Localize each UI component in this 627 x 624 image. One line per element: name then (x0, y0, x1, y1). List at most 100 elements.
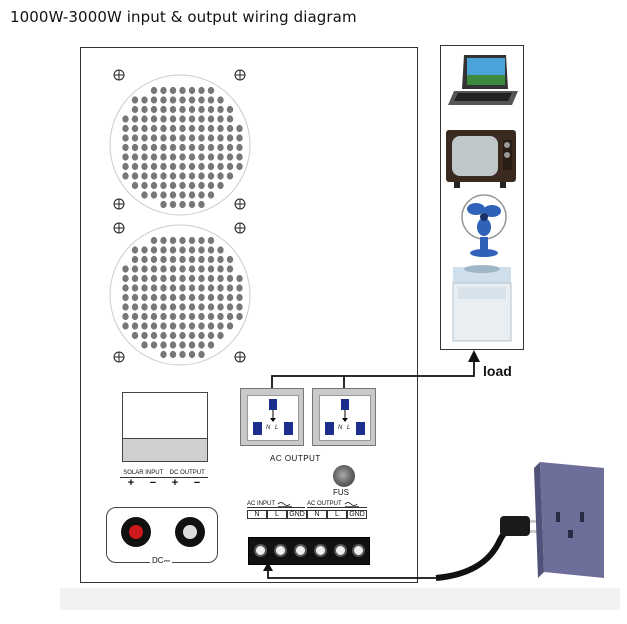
fan-vent-hole (188, 274, 196, 283)
fan-vent-hole (150, 153, 158, 161)
fan-vent-hole (198, 115, 205, 123)
fan-vent-hole (169, 293, 177, 302)
fan-vent-hole (150, 293, 158, 302)
fan-vent-hole (217, 134, 224, 142)
fan-vent-hole (141, 331, 148, 340)
ac-output-terminal-label: AC OUTPUT (307, 501, 342, 507)
fan-vent-hole (236, 153, 243, 161)
fan-vent-hole (236, 312, 243, 321)
ac-terminal-strip (248, 537, 370, 565)
fan-vent-hole (188, 86, 196, 95)
fan-vent-hole (217, 265, 224, 273)
terminal-label: L (327, 510, 347, 519)
fan-vent-hole (179, 115, 186, 123)
fuse-label: FUS (333, 488, 349, 497)
fan-vent-hole (160, 322, 167, 330)
fan-vent-hole (188, 293, 196, 302)
fan-vent-hole (188, 331, 196, 340)
fan-vent-hole (150, 172, 158, 180)
fan-vent-hole (179, 143, 186, 152)
fan-vent-hole (131, 246, 139, 254)
socket-pins-icon (325, 399, 365, 435)
fan-vent-hole (131, 115, 139, 123)
fan-vent-hole (217, 284, 224, 292)
fan-vent-hole (122, 303, 129, 311)
fan-vent-hole (150, 96, 158, 104)
fan-vent-hole (236, 303, 243, 311)
fan-vent-hole (179, 293, 186, 302)
fan-vent-hole (160, 143, 167, 152)
fan-vent-hole (188, 96, 196, 104)
fan-vent-hole (150, 162, 158, 171)
fan-vent-hole (122, 265, 129, 273)
fan-vent-hole (207, 86, 215, 95)
fan-vent-hole (179, 274, 186, 283)
fan-vent-hole (141, 124, 148, 133)
fan-vent-hole (169, 236, 177, 245)
fan-vent-hole (198, 246, 205, 254)
sine-wave-icon (277, 502, 293, 507)
fan-vent-hole (169, 172, 177, 180)
fan-vent-hole (150, 265, 158, 273)
fan-vent-hole (169, 200, 177, 209)
fan-vent-hole (141, 265, 148, 273)
fan-vent-hole (160, 246, 167, 254)
minus-symbol: − (193, 477, 201, 489)
fan-vent-hole (160, 105, 167, 114)
fan-vent-hole (188, 124, 196, 133)
fan-vent-hole (198, 255, 205, 264)
fan-vent-hole (198, 284, 205, 292)
fan-vent-hole (122, 143, 129, 152)
fan-vent-hole (160, 293, 167, 302)
fan-vent-hole (188, 265, 196, 273)
fan-vent-hole (150, 191, 158, 199)
fan-vent-hole (141, 322, 148, 330)
terminal-label: N (247, 510, 267, 519)
fan-vent-hole (141, 105, 148, 114)
fan-vent-hole (207, 124, 215, 133)
fan-vent-hole (179, 96, 186, 104)
terminal-screw-icon (274, 544, 287, 557)
fan-vent-hole (150, 115, 158, 123)
fan-vent-hole (131, 143, 139, 152)
input-wire (267, 569, 436, 579)
fan-vent-hole (160, 274, 167, 283)
fan-vent-hole (217, 105, 224, 114)
display-window (122, 392, 208, 462)
socket-l-label: L (275, 425, 279, 431)
fan-vent-hole (188, 172, 196, 180)
fan-vent-hole (207, 246, 215, 254)
fan-vent-hole (188, 153, 196, 161)
fan-vent-hole (236, 293, 243, 302)
dc-label: DC⎓ (150, 556, 172, 566)
fan-vent-hole (160, 312, 167, 321)
fan-vent-hole (160, 265, 167, 273)
fan-vent-hole (131, 303, 139, 311)
fan-vent-hole (169, 124, 177, 133)
fan-vent-hole (217, 312, 224, 321)
fan-vent-hole (150, 284, 158, 292)
fan-vent-hole (217, 181, 224, 190)
fan-vent-hole (141, 293, 148, 302)
fan-vent-hole (207, 312, 215, 321)
terminal-screw-icon (352, 544, 365, 557)
fan-vent-hole (207, 303, 215, 311)
fan-vent-hole (169, 322, 177, 330)
ac-output-label: AC OUTPUT (270, 454, 321, 463)
fan-vent-hole (236, 134, 243, 142)
minus-symbol: − (149, 477, 157, 489)
fan-vent-hole (188, 255, 196, 264)
screw-icon (113, 198, 125, 210)
fan-vent-hole (198, 312, 205, 321)
fan-vent-hole (169, 153, 177, 161)
fan-vent-hole (150, 331, 158, 340)
fan-vent-hole (198, 124, 205, 133)
fan-vent-hole (141, 303, 148, 311)
fan-vent-hole (198, 96, 205, 104)
fan-vent-hole (150, 303, 158, 311)
fan-vent-hole (179, 191, 186, 199)
fan-vent-hole (131, 105, 139, 114)
fan-vent-hole (150, 86, 158, 95)
fan-vent-hole (207, 96, 215, 104)
fan-vent-hole (131, 96, 139, 104)
